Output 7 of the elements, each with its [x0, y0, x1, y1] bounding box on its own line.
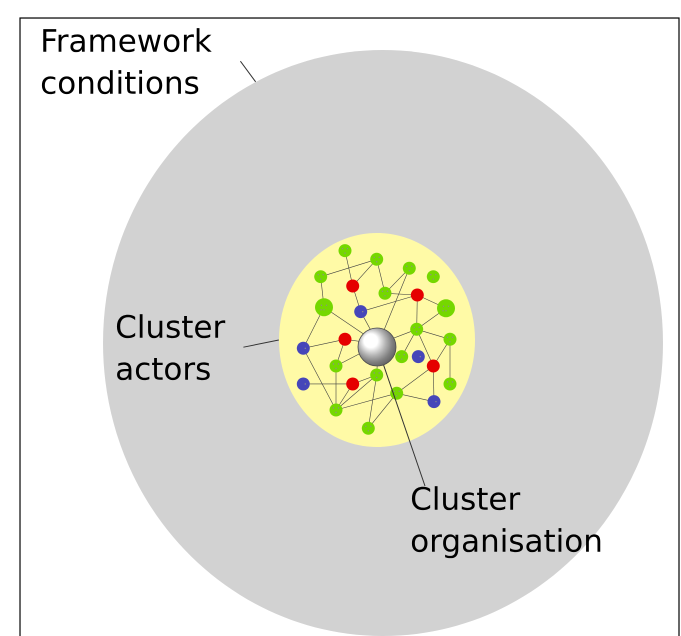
leader-line [383, 364, 426, 486]
label-text: Cluster actors [116, 314, 226, 380]
leader-line [240, 60, 256, 82]
label-text: Cluster organisation [412, 486, 600, 558]
label-text: Framework conditions [42, 28, 212, 94]
sphere [358, 328, 396, 366]
leader-line [242, 339, 280, 348]
